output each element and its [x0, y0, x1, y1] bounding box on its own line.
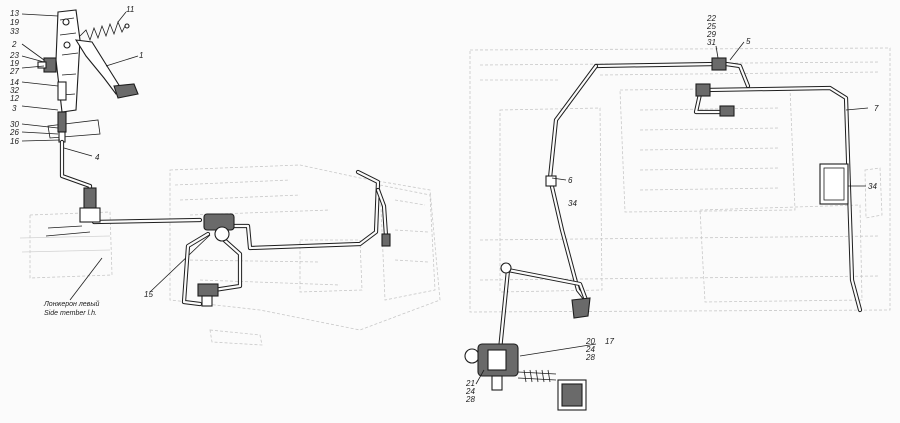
callout-28b: 28 [465, 395, 475, 404]
callout-34b: 34 [868, 182, 877, 191]
callout-1: 1 [139, 51, 143, 60]
callout-6: 6 [568, 176, 573, 185]
callout-27: 27 [9, 67, 19, 76]
callout-31: 31 [707, 38, 716, 47]
callout-20: 20 [585, 337, 595, 346]
callout-15: 15 [144, 290, 153, 299]
callout-33: 33 [10, 27, 19, 36]
caption-en: Side member l.h. [44, 310, 97, 317]
right-fittings [500, 57, 849, 319]
ghost-chassis-right [469, 47, 891, 313]
callout-2: 2 [11, 40, 17, 49]
callout-19b: 19 [10, 59, 19, 68]
callout-17: 17 [605, 337, 614, 346]
clutch-pedal-assembly [37, 9, 139, 143]
callout-30: 30 [10, 120, 19, 129]
caption-ru: Лонжерон левый [43, 300, 99, 308]
callout-16: 16 [10, 137, 19, 146]
left-pipe-run [59, 139, 389, 307]
callouts-left: 13 19 33 2 23 19 27 14 32 12 3 30 26 16 … [9, 5, 153, 299]
callout-34: 34 [568, 199, 577, 208]
callout-28: 28 [585, 353, 595, 362]
callout-12: 12 [10, 94, 19, 103]
callout-14: 14 [10, 78, 19, 87]
callout-11: 11 [126, 5, 134, 14]
callouts-right: 22 25 29 31 5 7 6 34 34 20 24 28 17 21 2… [465, 14, 879, 404]
callout-5: 5 [746, 37, 751, 46]
callout-7: 7 [874, 104, 879, 113]
callout-23: 23 [9, 51, 19, 60]
callout-22: 22 [706, 14, 716, 23]
left-fittings [45, 187, 391, 307]
callout-32: 32 [10, 86, 19, 95]
side-member-caption: Лонжерон левый Side member l.h. [43, 257, 103, 317]
leader-lines-right [475, 41, 869, 385]
booster-unit [464, 343, 587, 411]
leader-lines-left [21, 11, 211, 293]
callout-13: 13 [10, 9, 19, 18]
callout-19: 19 [10, 18, 19, 27]
callout-4: 4 [95, 153, 100, 162]
right-pipe-run [497, 61, 863, 353]
callout-26: 26 [9, 128, 19, 137]
callout-3: 3 [12, 104, 17, 113]
callout-29: 29 [706, 30, 716, 39]
callout-21: 21 [465, 379, 475, 388]
callout-24b: 24 [465, 387, 475, 396]
callout-24: 24 [585, 345, 595, 354]
callout-25: 25 [706, 22, 716, 31]
